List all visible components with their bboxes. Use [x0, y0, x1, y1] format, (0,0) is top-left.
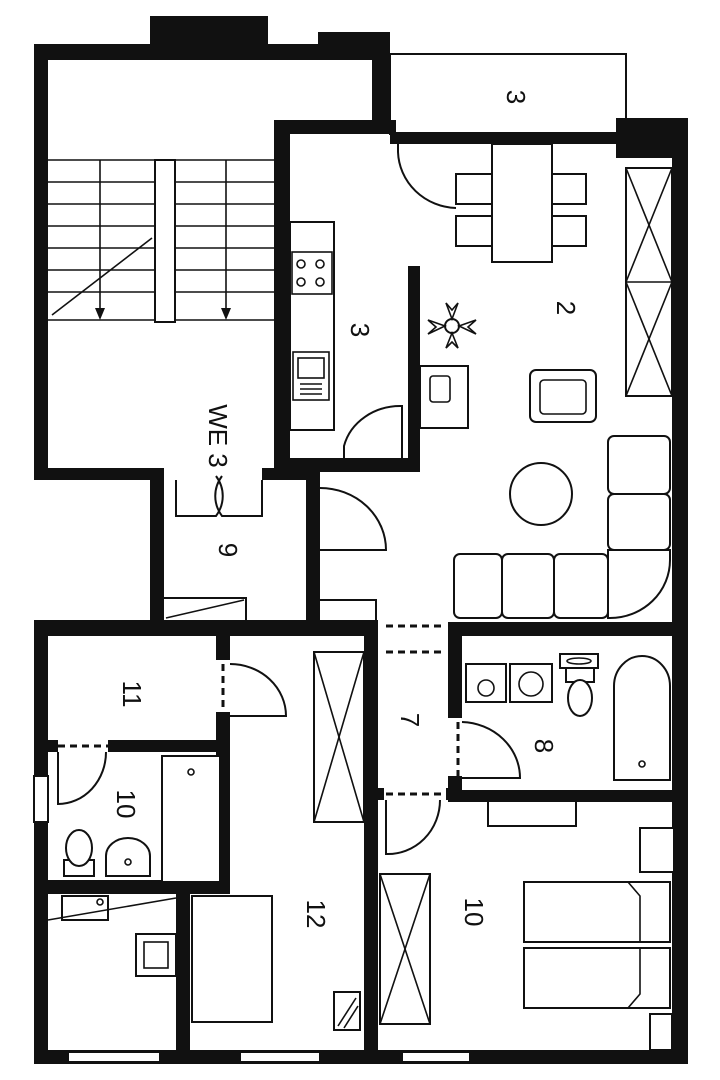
bed-icon: [523, 881, 671, 1009]
washing-machine-icon: [135, 933, 177, 977]
room-label-small-bath: 10: [111, 790, 141, 819]
washbasin-icon: [105, 837, 151, 877]
room-label-living: 2: [551, 301, 581, 315]
small-bathroom: 10: [57, 744, 221, 883]
bathroom: 8: [465, 653, 671, 781]
room-label-bath: 8: [529, 739, 559, 753]
room-label-12: 12: [301, 900, 331, 929]
toilet-icon: [465, 663, 507, 703]
room-label-hall: 9: [213, 543, 243, 557]
room-label-kitchen: 3: [345, 323, 375, 337]
room-label-bedroom: 10: [459, 898, 489, 927]
living-room: 2: [397, 143, 673, 619]
room-label-storage: 11: [117, 681, 147, 708]
bedroom: 10: [401, 802, 675, 1063]
room-label-corridor: 7: [395, 713, 425, 727]
sofa-icon: [453, 435, 671, 619]
unit-label: WE 3: [203, 404, 233, 468]
outer-walls: [34, 118, 688, 1064]
plant-icon: [427, 302, 477, 349]
room-label-balcony: 3: [501, 90, 531, 104]
balcony: 3: [389, 53, 627, 135]
bathtub-icon: [613, 655, 671, 781]
room-12: 12: [191, 651, 365, 1063]
toilet-icon: [63, 829, 95, 877]
stairwell: [34, 16, 390, 480]
corridor: 7: [364, 620, 688, 1064]
kitchen: 3: [289, 221, 420, 470]
washbasin-icon: [559, 653, 599, 717]
storage-room: 11: [117, 663, 288, 717]
utility-room: [47, 895, 177, 1063]
armchair-icon: [529, 369, 597, 423]
hall: WE 3 9: [164, 404, 388, 620]
washing-machine-icon: [509, 663, 553, 703]
staircase: [48, 159, 274, 323]
